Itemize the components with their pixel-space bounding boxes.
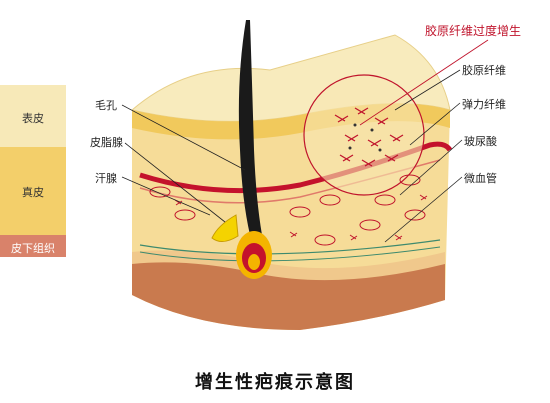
label-microvessel: 微血管 (464, 172, 497, 185)
subcutaneous-highlight (132, 250, 445, 281)
label-collagen-overgrowth: 胶原纤维过度增生 (425, 24, 522, 38)
epidermis-band (0, 85, 66, 147)
sebaceous-gland-shape (211, 214, 239, 242)
label-elastic-fiber: 弹力纤维 (462, 98, 506, 111)
leader-lines (121, 69, 463, 243)
diagram-caption: 增生性疤痕示意图 (195, 372, 355, 393)
dermis-label: 真皮 (22, 186, 44, 199)
dermis-band (0, 147, 66, 235)
hair-shaft (238, 20, 262, 235)
label-sebaceous-gland: 皮脂腺 (90, 136, 123, 149)
label-collagen-fiber: 胶原纤维 (462, 64, 506, 77)
epidermis-label: 表皮 (22, 112, 44, 125)
subcutaneous-label: 皮下组织 (11, 242, 55, 255)
subcutaneous-band (0, 235, 66, 257)
dermal-cells (149, 174, 426, 246)
label-hyaluronic-acid: 玻尿酸 (464, 135, 497, 148)
callout-leader (359, 39, 489, 126)
label-sweat-gland: 汗腺 (95, 172, 117, 185)
collagen-cluster (334, 107, 404, 167)
collagen-overgrowth-zone (303, 74, 425, 196)
label-hair-pore: 毛孔 (95, 99, 117, 112)
